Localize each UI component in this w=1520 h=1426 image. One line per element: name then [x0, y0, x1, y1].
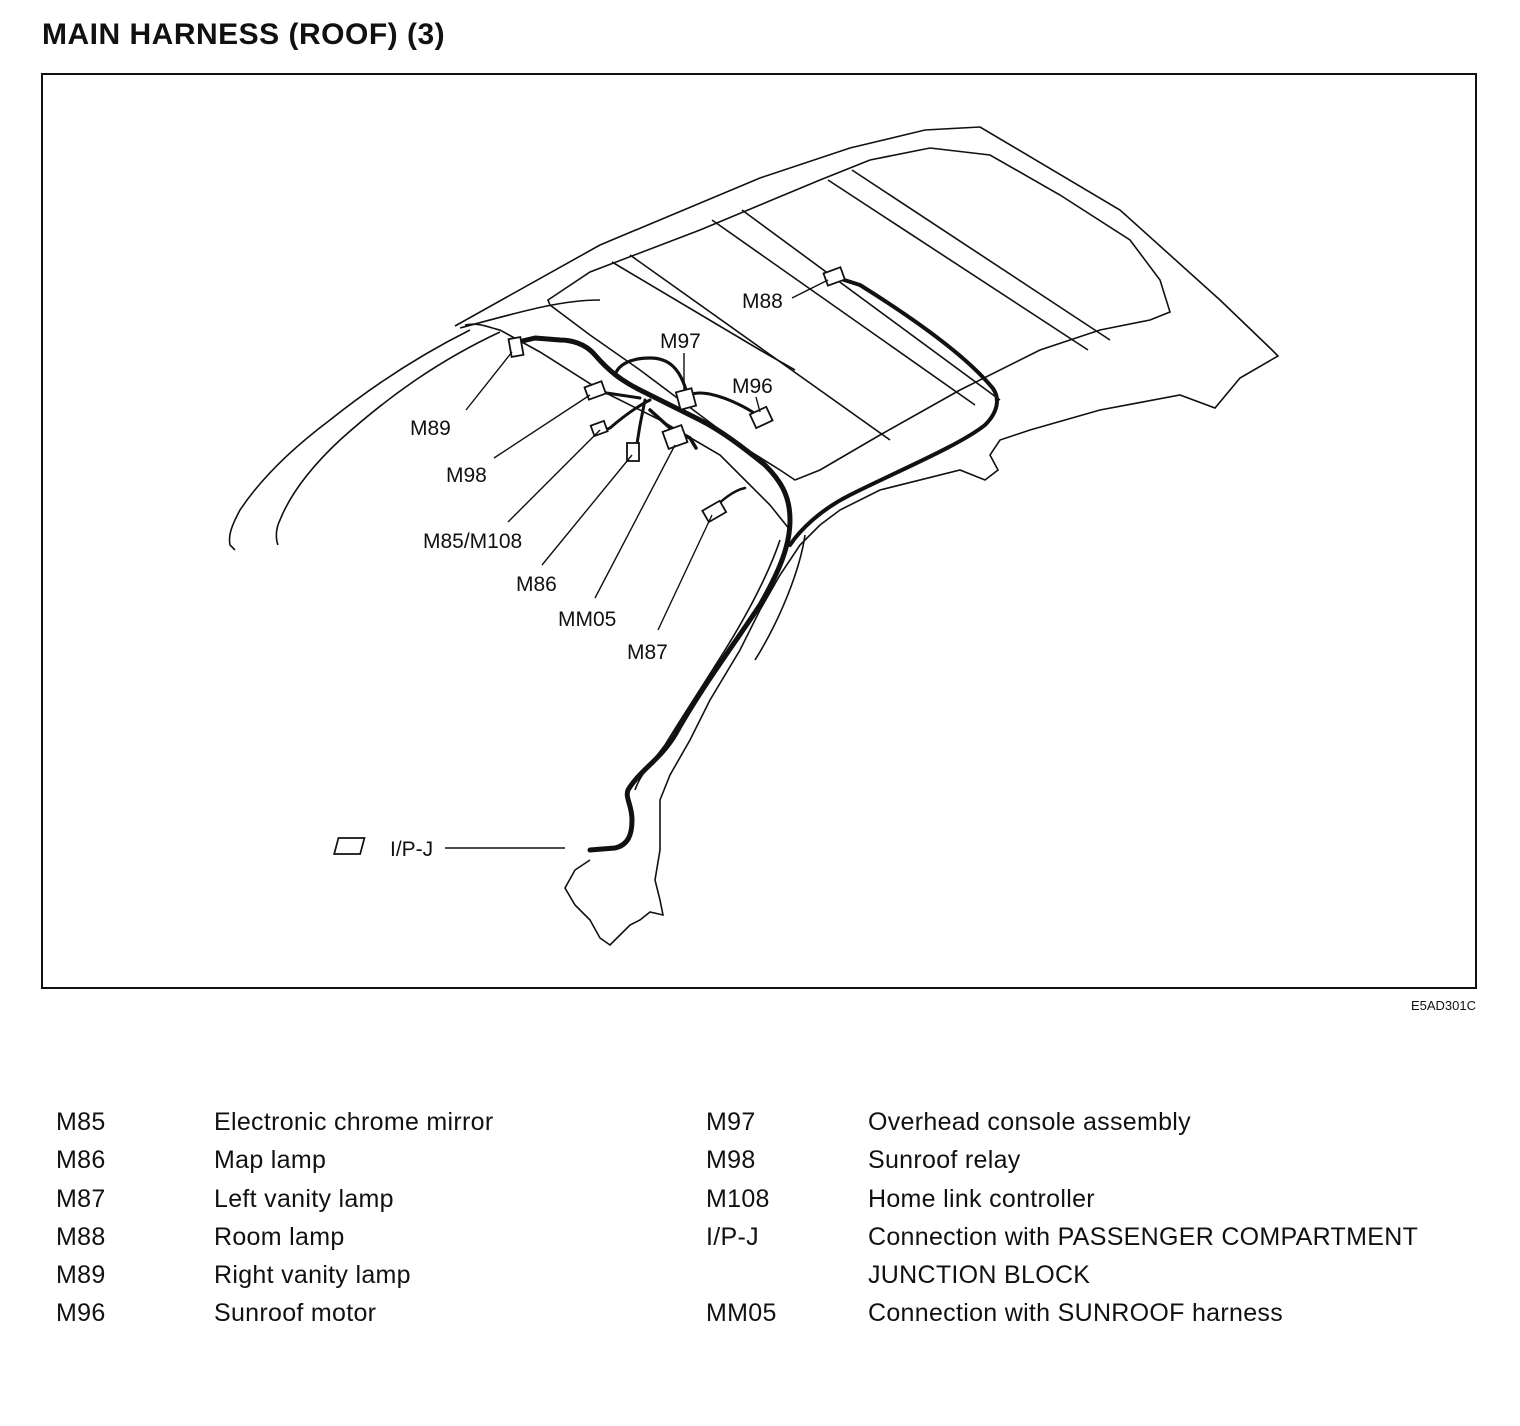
legend-description: Sunroof motor [214, 1299, 377, 1328]
callout-m88: M88 [742, 290, 783, 313]
legend-description: Room lamp [214, 1222, 345, 1251]
callout-mm05: MM05 [558, 608, 616, 631]
legend-description: Map lamp [214, 1146, 327, 1175]
legend-code: M85 [56, 1108, 106, 1136]
legend-code: M86 [56, 1146, 106, 1175]
legend-code: M87 [56, 1184, 106, 1213]
legend-code: M97 [706, 1108, 756, 1136]
callout-ipj: I/P-J [390, 838, 433, 861]
legend-description: Sunroof relay [868, 1146, 1021, 1175]
connector-m89 [507, 336, 525, 358]
legend-code: M89 [56, 1261, 106, 1290]
callout-m89: M89 [410, 417, 451, 440]
callout-m96: M96 [732, 375, 773, 398]
legend-code: M98 [706, 1146, 756, 1175]
connector-m96 [748, 405, 774, 430]
legend-code: MM05 [706, 1299, 777, 1328]
legend-code: M88 [56, 1222, 106, 1251]
roof-harness-diagram: M88 M97 M96 M89 M98 M85/M108 M86 MM05 M8… [228, 126, 1280, 947]
legend-description: Connection with PASSENGER COMPARTMENT [868, 1222, 1419, 1251]
legend-code: M108 [706, 1184, 770, 1213]
harness-wiring [515, 276, 999, 853]
page-title: MAIN HARNESS (ROOF) (3) [42, 18, 446, 51]
callout-m87: M87 [627, 641, 668, 664]
callout-m85-m108: M85/M108 [423, 530, 522, 553]
legend-description: Right vanity lamp [214, 1261, 411, 1290]
diagram-frame [41, 73, 1477, 989]
connector-ipj [333, 837, 366, 855]
legend-description: JUNCTION BLOCK [868, 1261, 1091, 1290]
leader-lines [445, 279, 829, 849]
connector-m88 [822, 266, 847, 287]
legend-description: Electronic chrome mirror [214, 1108, 494, 1136]
connector-mm05 [661, 423, 689, 451]
legend-code: I/P-J [706, 1222, 759, 1251]
connector-m85-m108 [589, 419, 609, 438]
legend-description: Left vanity lamp [214, 1184, 394, 1213]
legend-description: Home link controller [868, 1184, 1095, 1213]
vehicle-body-outline [228, 126, 1280, 947]
connector-m87 [701, 499, 728, 524]
figure-code: E5AD301C [1410, 998, 1476, 1013]
callout-m86: M86 [516, 573, 557, 596]
legend-description: Connection with SUNROOF harness [868, 1299, 1284, 1328]
legend-code: M96 [56, 1299, 106, 1328]
connector-m97 [674, 387, 698, 411]
callout-labels: M88 M97 M96 M89 M98 M85/M108 M86 MM05 M8… [390, 290, 783, 861]
callout-m97: M97 [660, 330, 701, 353]
callout-m98: M98 [446, 464, 487, 487]
legend-description: Overhead console assembly [868, 1108, 1191, 1136]
